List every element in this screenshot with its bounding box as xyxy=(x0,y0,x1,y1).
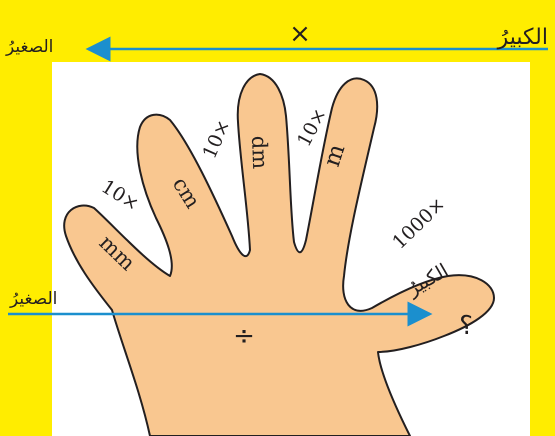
finger-label-dm: dm xyxy=(247,135,272,169)
hand xyxy=(63,73,495,436)
top-arrow-to-label: الصغيرُ xyxy=(5,37,53,57)
bottom-arrow-from-label: الصغيرُ xyxy=(9,289,57,309)
hand-shape xyxy=(63,73,495,436)
top-arrow-from-label: الكبيرُ xyxy=(497,25,548,50)
divide-sign: ÷ xyxy=(233,321,255,351)
multiply-sign: × xyxy=(289,19,311,49)
thumb-label-question: ؟ xyxy=(459,311,473,341)
